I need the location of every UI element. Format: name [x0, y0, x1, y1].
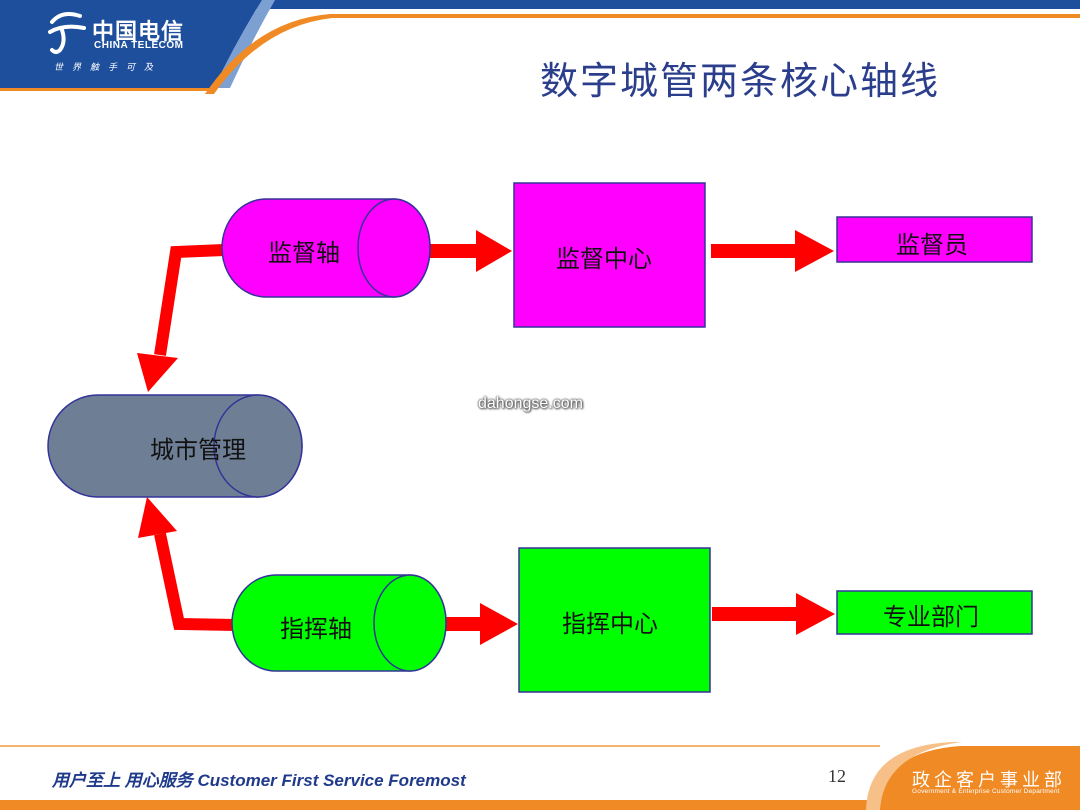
- arrow-bottom-elbow-head: [138, 497, 177, 538]
- arrow-bottom-1-head: [480, 603, 518, 645]
- watermark: dahongse.com: [478, 395, 583, 412]
- supervise-axis-label: 监督轴: [268, 239, 340, 267]
- footer-slogan: 用户至上 用心服务 Customer First Service Foremos…: [52, 771, 466, 790]
- footer-bottom-stripe: [0, 800, 1080, 810]
- city-management-label: 城市管理: [150, 436, 246, 464]
- command-axis-label: 指挥轴: [280, 615, 352, 643]
- china-telecom-logo-icon: [48, 12, 86, 54]
- supervise-center-node: [513, 182, 706, 328]
- page-number: 12: [828, 766, 846, 786]
- logo-chinese-name: 中国电信: [92, 20, 185, 45]
- city-management-node: [47, 394, 303, 498]
- arrows: [137, 230, 835, 645]
- logo-panel: [0, 0, 262, 88]
- arrow-top-2-head: [795, 230, 834, 272]
- arrow-top-elbow-head: [137, 353, 178, 392]
- arrow-bottom-elbow-shaft: [154, 532, 237, 631]
- departments-node: [836, 590, 1033, 635]
- footer-top-line: [0, 745, 880, 747]
- footer-department-english: Government & Enterprise Customer Departm…: [912, 788, 1060, 795]
- supervisor-label: 监督员: [896, 231, 968, 259]
- arrow-bottom-2-head: [796, 593, 835, 635]
- command-center-node: [518, 547, 711, 693]
- arrow-top-2-shaft: [711, 244, 797, 258]
- header-orange-swoosh: [205, 14, 1080, 94]
- header-band: [0, 0, 1080, 94]
- command-axis-node: [231, 574, 447, 672]
- footer: [0, 742, 1080, 810]
- arrow-top-elbow-shaft: [154, 244, 225, 356]
- command-axis-cap: [373, 574, 447, 672]
- supervise-axis-node: [221, 198, 431, 298]
- supervisor-node: [836, 216, 1033, 263]
- city-management-cap: [213, 394, 303, 498]
- supervise-center-label: 监督中心: [556, 245, 652, 273]
- logo-tagline: 世界触手可及: [54, 63, 163, 73]
- departments-label: 专业部门: [883, 603, 979, 631]
- command-center-label: 指挥中心: [562, 610, 658, 638]
- logo-english-name: CHINA TELECOM: [94, 40, 184, 51]
- arrow-bottom-2-shaft: [712, 607, 798, 621]
- footer-dept-panel-edge: [866, 742, 962, 810]
- footer-dept-panel: [880, 746, 1080, 810]
- supervise-axis-cap: [357, 198, 431, 298]
- header-top-stripe: [0, 0, 1080, 9]
- footer-department: 政企客户事业部: [912, 770, 1066, 791]
- header-orange-line: [0, 88, 214, 91]
- arrow-top-1-head: [476, 230, 512, 272]
- slide-title: 数字城管两条核心轴线: [539, 59, 940, 103]
